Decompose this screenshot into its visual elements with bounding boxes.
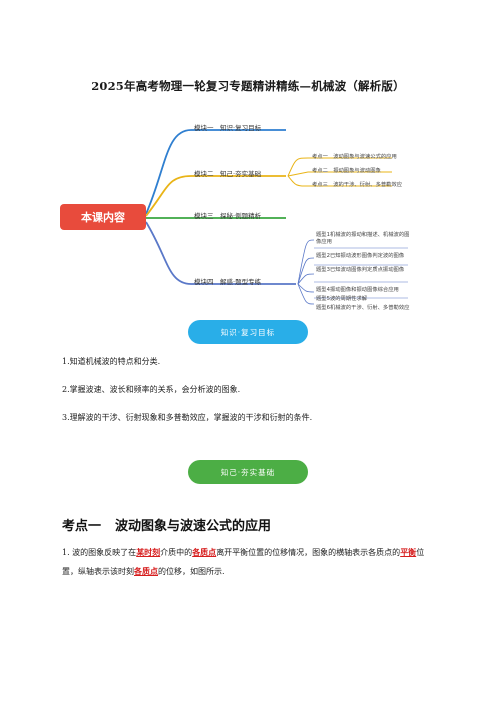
section-heading: 考点一波动图象与波速公式的应用 [62,515,271,534]
mindmap-leaf: 考点三 波的干涉、衍射、多普勒效应 [312,182,403,188]
mindmap-leaf: 题型3已知波动图像判定质点振动图像 [316,267,405,273]
mindmap-branch-3: 模块三 探秘·例题精析 [194,212,262,220]
emphasis-text: 各质点 [192,547,217,557]
emphasis-text: 平衡 [400,547,417,557]
goal-item: 2.掌握波速、波长和频率的关系，会分析波的图象. [62,385,241,394]
emphasis-text: 某时刻 [136,547,161,557]
mindmap-branch-2: 模块二 知己·夯实基础 [194,170,262,178]
text-run: 位置，纵轴表示该时刻 [62,548,425,576]
mindmap-leaf: 考点一 波动图象与波速公式的应用 [312,154,397,160]
mindmap-leaf: 考点二 振动图象与波动图象 [312,168,381,174]
text-run: 介质中的 [160,548,193,557]
body-paragraph: 1. 波的图象反映了在某时刻介质中的各质点离开平衡位置的位移情况，图象的横轴表示… [62,543,438,581]
emphasis-text: 各质点 [134,566,158,576]
mindmap-leaf: 题型4振动图像和振动图像综合应用 [316,287,399,293]
mindmap-root: 本课内容 [60,204,146,230]
mindmap-leaf: 题型2已知振动波形图像判定波的图像 [316,253,405,259]
mindmap-branch-1: 模块一 知识·复习目标 [194,124,262,132]
mindmap-leaf: 题型1机械波的振动和描述、机械波的图像应用 [316,232,410,245]
text-run: 1. 波的图象反映了在 [62,548,137,557]
text-run: 的位移，如图所示. [158,567,225,576]
goal-item: 1.知道机械波的特点和分类. [62,357,161,366]
text-run: 离开平衡位置的位移情况，图象的横轴表示各质点的 [216,548,401,557]
mindmap-connectors [145,129,408,305]
goals-heading-pill: 知识·复习目标 [188,320,308,344]
mindmap: 本课内容 模块一 知识·复习目标 模块二 知己·夯实基础 模块三 探秘·例题精析… [56,108,436,311]
basics-heading-pill: 知己·夯实基础 [188,460,308,484]
goal-item: 3.理解波的干涉、衍射现象和多普勒效应，掌握波的干涉和衍射的条件. [62,413,313,422]
section-title: 波动图象与波速公式的应用 [115,519,272,534]
document-title: 2025年高考物理一轮复习专题精讲精练—机械波（解析版） [91,79,405,93]
section-number: 考点一 [62,519,102,534]
mindmap-leaf: 题型5波的周期性求解 [316,296,368,302]
mindmap-leaf: 题型6机械波的干涉、衍射、多普勒效应 [316,305,410,311]
mindmap-branch-4: 模块四 解惑·题型专练 [194,278,262,286]
